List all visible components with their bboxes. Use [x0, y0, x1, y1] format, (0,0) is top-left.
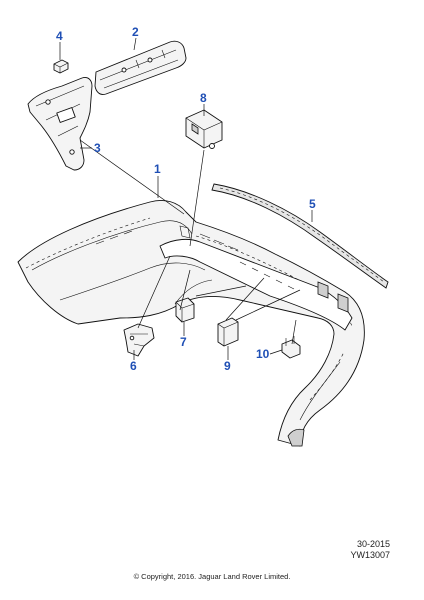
side-bracket [27, 77, 93, 171]
callout-8: 8 [200, 91, 207, 105]
small-bracket [175, 297, 195, 323]
callout-7: 7 [180, 335, 187, 349]
reference-code: 30-2015 [356, 539, 390, 549]
callout-5: 5 [309, 197, 316, 211]
callout-6: 6 [130, 359, 137, 373]
upper-trim-strip [211, 183, 389, 289]
upper-bracket-strip [94, 40, 187, 95]
rear-bumper-cover [17, 200, 365, 447]
callout-4: 4 [56, 29, 63, 43]
corner-bracket [123, 323, 155, 357]
clip-bracket [281, 336, 301, 359]
callout-leaders [59, 37, 313, 360]
absorber-block [217, 317, 239, 347]
callout-2: 2 [132, 25, 139, 39]
reference-block: 30-2015 YW13007 [330, 539, 390, 562]
callout-3: 3 [94, 141, 101, 155]
sensor-bracket [185, 109, 223, 149]
callout-1: 1 [154, 162, 161, 176]
callout-10: 10 [256, 347, 270, 361]
callout-9: 9 [224, 359, 231, 373]
drawing-id: YW13007 [350, 550, 390, 561]
copyright-notice: © Copyright, 2016. Jaguar Land Rover Lim… [133, 572, 291, 581]
clip-fastener [53, 59, 69, 74]
assembly-lines [79, 139, 301, 345]
